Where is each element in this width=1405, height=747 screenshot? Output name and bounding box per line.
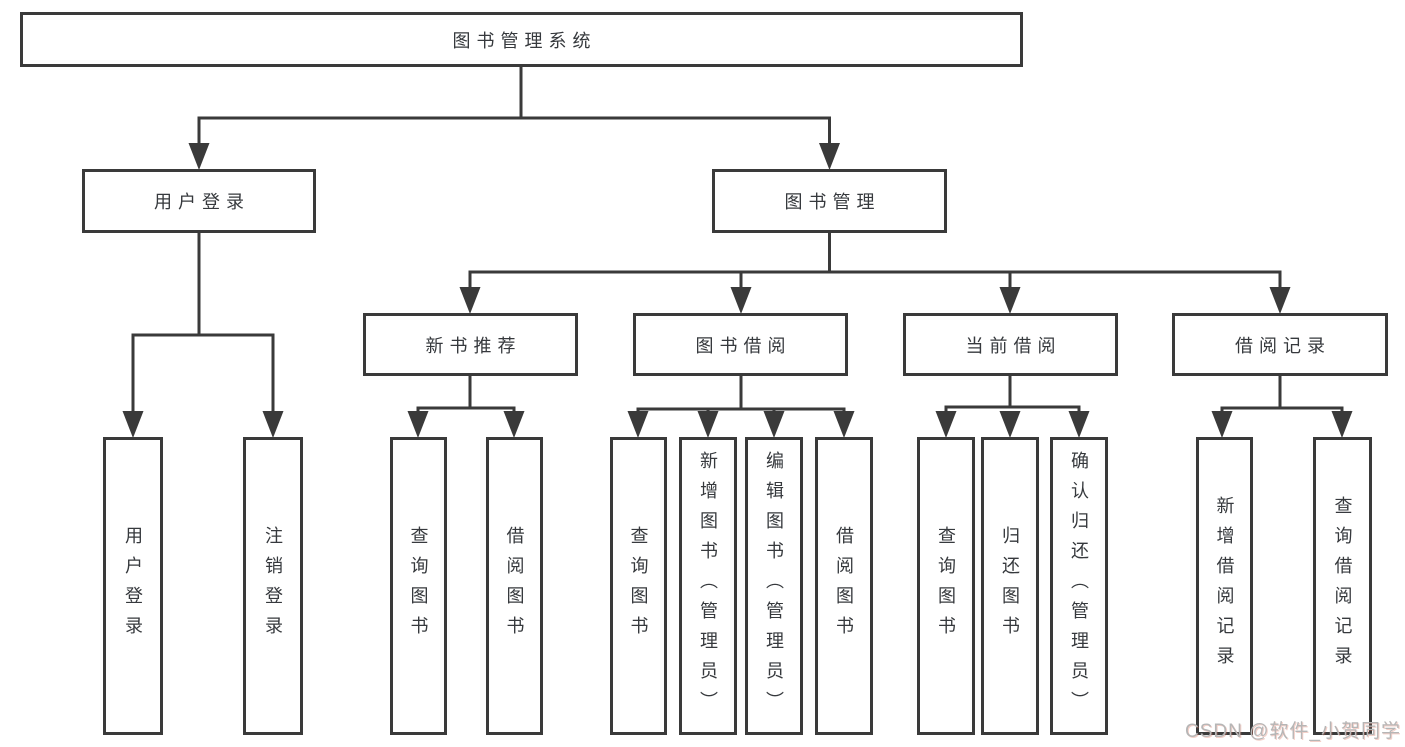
leaf-query-books-borrow-label: 查询图书 [628,526,649,646]
leaf-query-books-borrow: 查询图书 [610,437,667,735]
leaf-add-books-admin-label: 新增图书（管理员） [698,451,718,721]
leaf-query-books-current-label: 查询图书 [936,526,956,646]
leaf-add-borrow-record-label: 新增借阅记录 [1214,496,1235,676]
leaf-return-books: 归还图书 [981,437,1039,735]
node-book-borrow-label: 图书借阅 [695,335,792,356]
leaf-query-books-recommend: 查询图书 [390,437,447,735]
leaf-confirm-return-admin-label: 确认归还（管理员） [1069,451,1089,721]
node-book-management: 图书管理 [712,169,947,233]
leaf-user-login: 用户登录 [103,437,163,735]
leaf-user-login-label: 用户登录 [123,526,143,646]
leaf-add-borrow-record: 新增借阅记录 [1196,437,1253,735]
leaf-add-books-admin: 新增图书（管理员） [679,437,737,735]
leaf-borrow-books-label: 借阅图书 [834,526,854,646]
node-book-borrow: 图书借阅 [633,313,848,376]
leaf-query-borrow-record: 查询借阅记录 [1313,437,1372,735]
node-current-borrow: 当前借阅 [903,313,1118,376]
leaf-query-books-current: 查询图书 [917,437,975,735]
node-user-login: 用户登录 [82,169,316,233]
node-root-system: 图书管理系统 [20,12,1023,67]
node-new-book-recommend: 新书推荐 [363,313,578,376]
leaf-confirm-return-admin: 确认归还（管理员） [1050,437,1108,735]
leaf-query-books-recommend-label: 查询图书 [408,526,429,646]
leaf-borrow-books: 借阅图书 [815,437,873,735]
leaf-logout-label: 注销登录 [263,526,283,646]
node-user-login-label: 用户登录 [154,192,250,212]
leaf-return-books-label: 归还图书 [1000,526,1020,646]
node-root-label: 图书管理系统 [452,30,597,51]
leaf-logout: 注销登录 [243,437,303,735]
watermark: CSDN @软件_小贺同学 [1185,721,1401,742]
node-new-book-recommend-label: 新书推荐 [425,335,522,356]
node-borrow-records: 借阅记录 [1172,313,1388,376]
leaf-edit-books-admin: 编辑图书（管理员） [745,437,803,735]
leaf-borrow-books-recommend: 借阅图书 [486,437,543,735]
leaf-edit-books-admin-label: 编辑图书（管理员） [764,451,784,721]
leaf-query-borrow-record-label: 查询借阅记录 [1332,496,1353,676]
node-borrow-records-label: 借阅记录 [1235,335,1331,356]
node-book-management-label: 图书管理 [784,192,881,212]
leaf-borrow-books-recommend-label: 借阅图书 [504,526,525,646]
node-current-borrow-label: 当前借阅 [965,335,1062,356]
